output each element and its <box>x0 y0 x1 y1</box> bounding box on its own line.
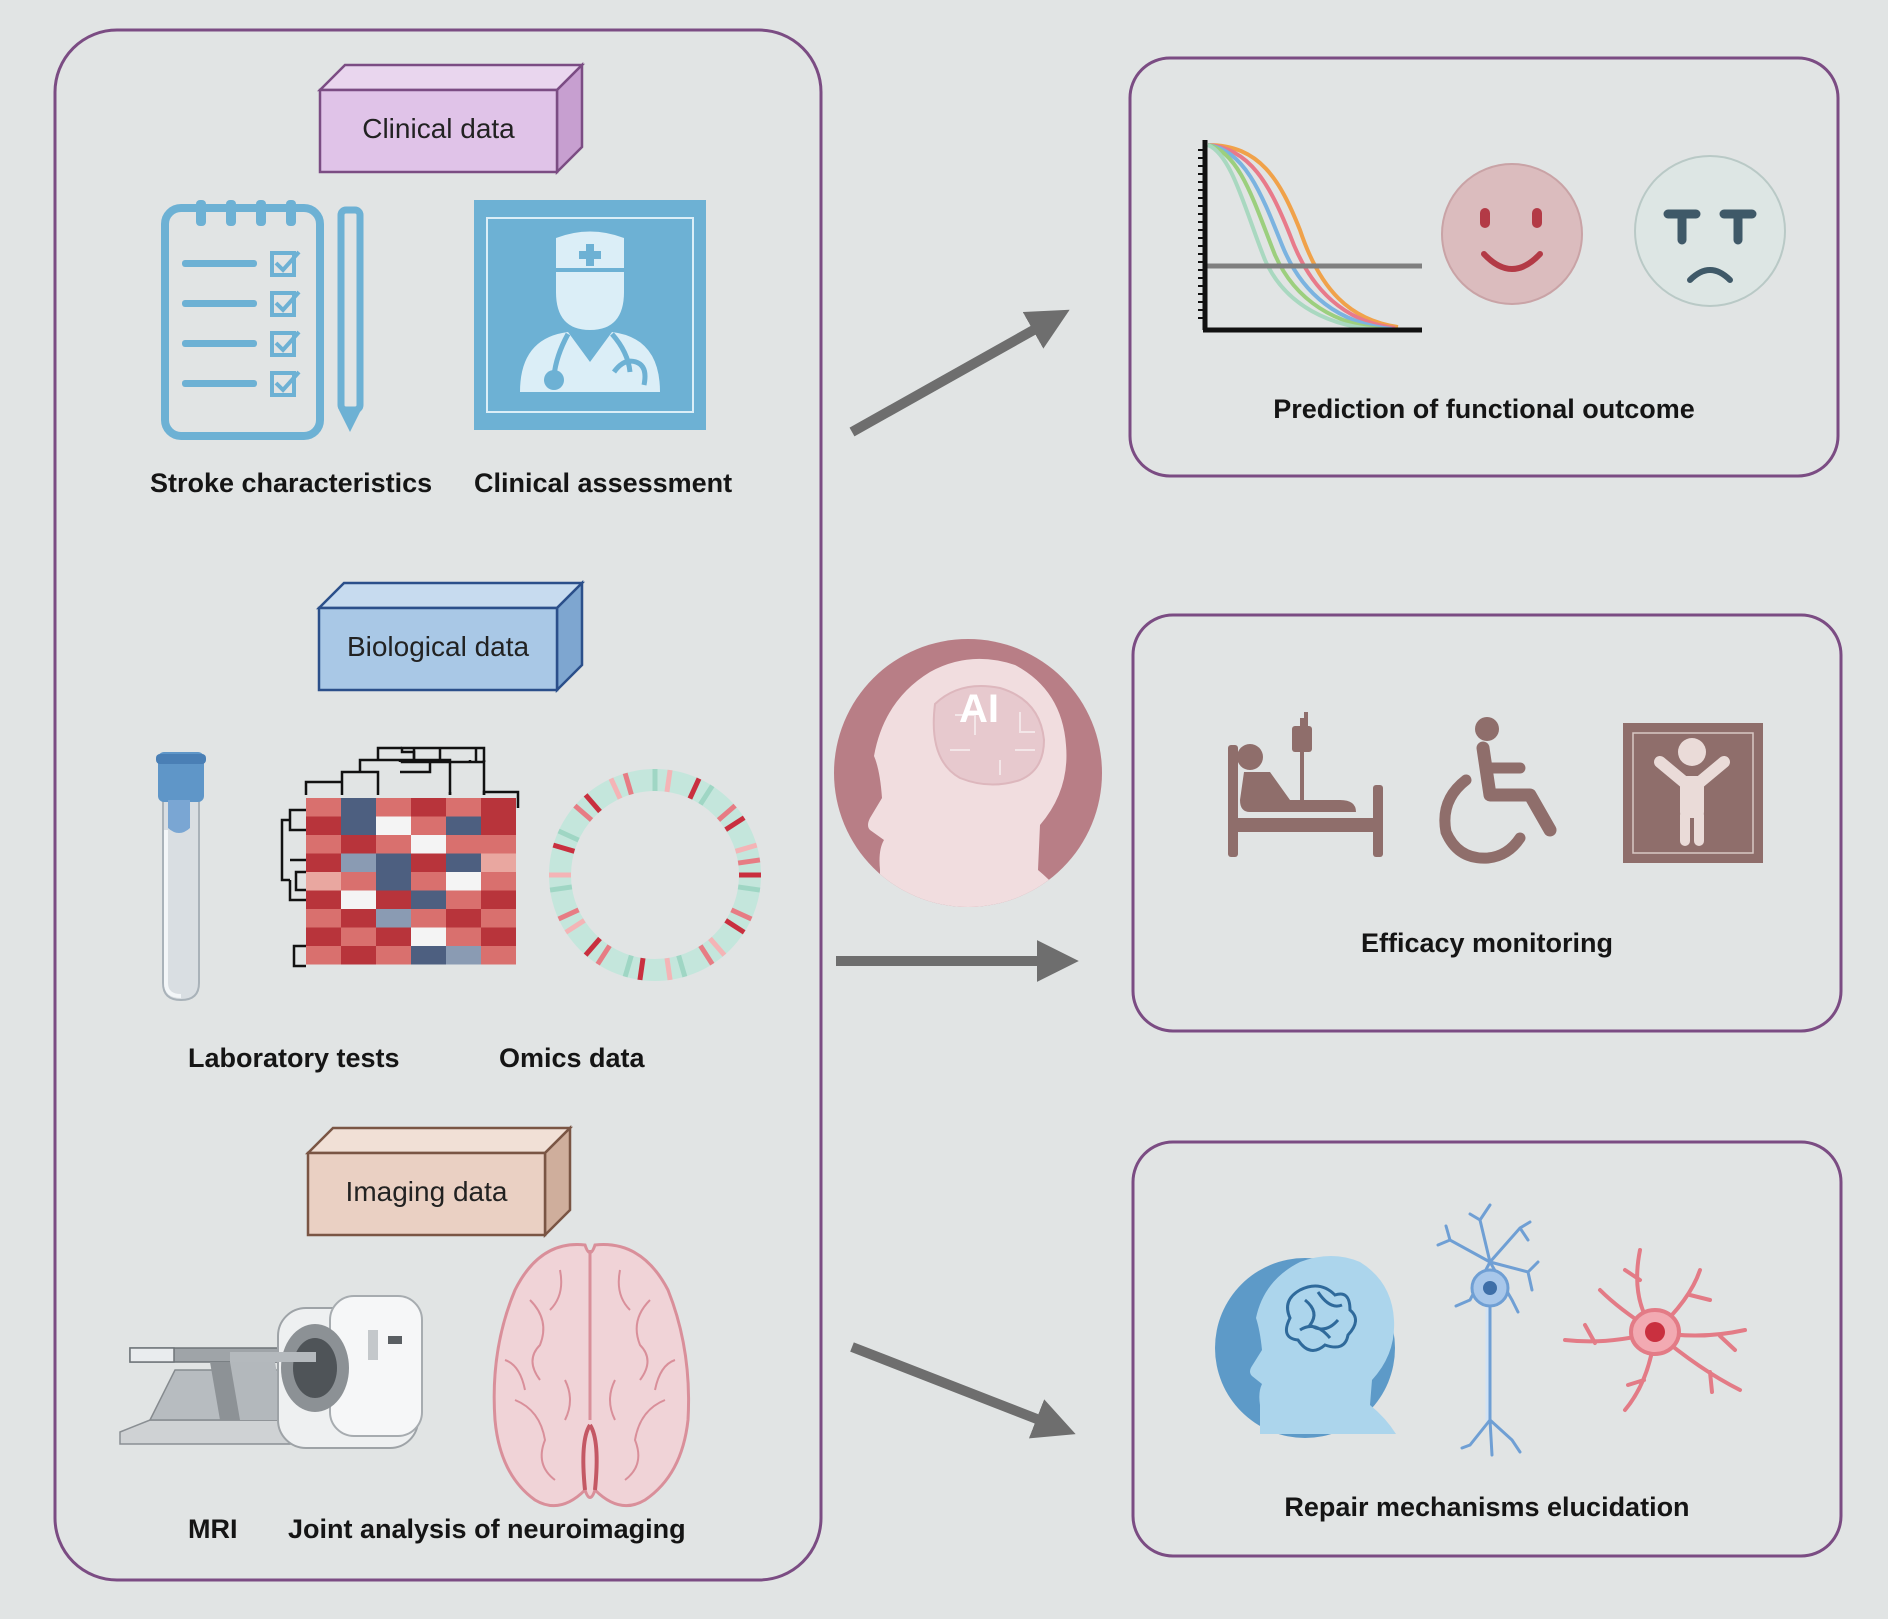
brain-axial-icon <box>492 1243 691 1508</box>
biological-data-box-label: Biological data <box>346 631 530 662</box>
ai-head-brain-icon: AI <box>834 639 1102 907</box>
efficacy-label: Efficacy monitoring <box>1360 928 1614 958</box>
test-tube-icon <box>156 752 206 1002</box>
prediction-label: Prediction of functional outcome <box>1273 394 1695 424</box>
arrow-to-repair <box>850 1342 1076 1439</box>
repair-panel <box>1131 1140 1843 1558</box>
brain-head-icon <box>1215 1256 1396 1438</box>
standing-person-icon <box>1623 723 1763 863</box>
doctor-icon <box>474 200 706 430</box>
input-panel <box>53 28 823 1582</box>
heatmap-icon <box>280 746 520 968</box>
mri-label: MRI <box>188 1514 238 1544</box>
clipboard-checklist-icon <box>161 200 324 440</box>
arrow-to-prediction <box>849 309 1070 437</box>
imaging-data-box <box>304 1124 574 1239</box>
sad-face-icon <box>1634 155 1786 307</box>
efficacy-panel <box>1131 613 1843 1033</box>
clinical-data-box <box>316 61 586 176</box>
mri-scanner-icon <box>119 1295 423 1449</box>
pencil-icon <box>337 206 364 432</box>
clinical-data-box-label: Clinical data <box>362 113 515 144</box>
joint-analysis-label: Joint analysis of neuroimaging <box>288 1514 686 1544</box>
astrocyte-icon <box>1563 1248 1747 1412</box>
stroke-characteristics-label: Stroke characteristics <box>150 468 433 498</box>
biological-data-box <box>315 579 586 694</box>
imaging-data-box-label: Imaging data <box>345 1176 508 1207</box>
smiley-face-icon <box>1441 163 1583 305</box>
neuron-icon <box>1436 1203 1540 1457</box>
hospital-bed-icon <box>1228 712 1383 857</box>
clinical-assessment-label: Clinical assessment <box>474 468 733 498</box>
outcome-curves-chart-icon <box>1198 140 1422 333</box>
omics-data-label: Omics data <box>499 1043 645 1073</box>
laboratory-tests-label: Laboratory tests <box>188 1043 400 1073</box>
ai-badge: AI <box>959 687 999 731</box>
repair-label: Repair mechanisms elucidation <box>1284 1492 1690 1522</box>
wheelchair-icon <box>1439 717 1557 864</box>
omics-ring-icon <box>549 769 761 981</box>
prediction-panel <box>1128 56 1840 478</box>
